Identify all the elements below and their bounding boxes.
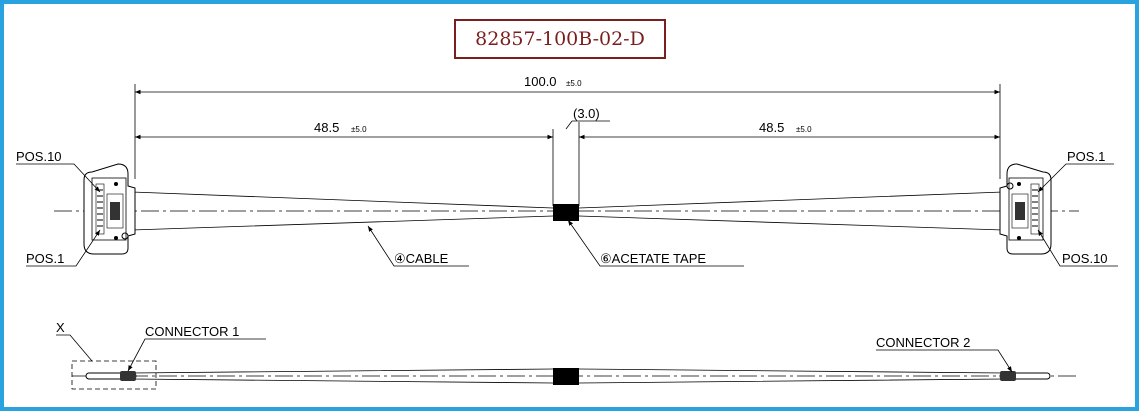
left-dimension-tolerance: ±5.0	[351, 125, 367, 134]
acetate-tape-callout-label: ⑥ACETATE TAPE	[600, 251, 706, 266]
overall-dimension-value: 100.0	[524, 74, 557, 89]
tape-dimension-leader	[565, 120, 573, 130]
pos1-right-leader	[1037, 163, 1114, 193]
right-dimension-tolerance: ±5.0	[796, 125, 812, 134]
connector-2-leader	[876, 349, 1013, 373]
acetate-tape-top	[553, 204, 579, 221]
acetate-tape-side	[553, 368, 579, 385]
connector-2-label: CONNECTOR 2	[876, 335, 970, 350]
pos1-left-label: POS.1	[26, 251, 64, 266]
connector-left-top	[83, 163, 136, 255]
pos10-left-label: POS.10	[16, 149, 62, 164]
cable-assembly-drawing: 100.0 ±5.0 48.5 ±5.0 48.5 ±5.0 (3.0)	[16, 74, 1118, 390]
connector-1-leader	[127, 338, 266, 372]
connector-1-side	[85, 371, 137, 381]
pos10-left-leader	[16, 163, 101, 193]
overall-dimension-tolerance: ±5.0	[566, 79, 582, 88]
right-dimension-value: 48.5	[759, 120, 784, 135]
pos10-right-leader	[1037, 229, 1118, 267]
connector-1-label: CONNECTOR 1	[145, 324, 239, 339]
pos10-right-label: POS.10	[1062, 251, 1108, 266]
detail-x-label: X	[56, 320, 65, 335]
cable-callout-leader	[367, 225, 469, 267]
pos1-left-leader	[26, 229, 101, 267]
detail-x-leader	[56, 334, 93, 362]
acetate-tape-callout-leader	[567, 219, 744, 267]
left-dimension-value: 48.5	[314, 120, 339, 135]
connector-2-side	[999, 371, 1051, 381]
tape-dimension-value: (3.0)	[573, 106, 600, 121]
part-number-box: 82857-100B-02-D	[454, 19, 666, 59]
detail-x-box	[71, 360, 157, 390]
pos1-right-label: POS.1	[1067, 149, 1105, 164]
cable-callout-label: ④CABLE	[394, 251, 449, 266]
part-number: 82857-100B-02-D	[475, 28, 645, 50]
connector-right-top	[999, 163, 1052, 255]
